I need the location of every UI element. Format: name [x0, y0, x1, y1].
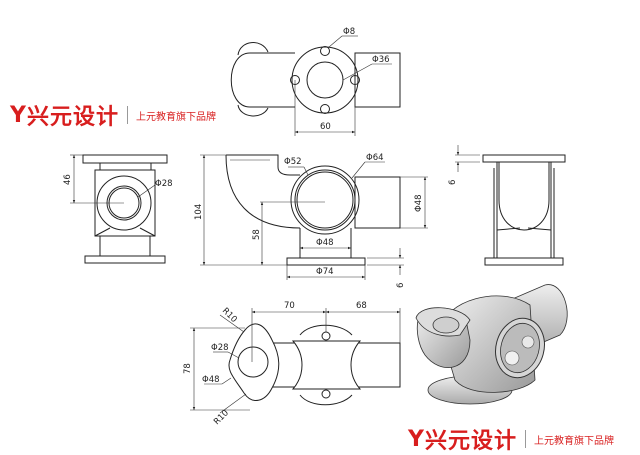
dim-hole-dia: Φ8	[343, 27, 355, 37]
divider	[524, 430, 526, 448]
dim-lobe-dia: Φ48	[202, 375, 220, 385]
front-view: 104 58 Φ48 Φ48 Φ74 6 Φ52 Φ64	[194, 153, 428, 288]
dim-center-height: 58	[252, 229, 262, 240]
dim-bolt-spacing: 60	[320, 122, 331, 132]
dim-width: 78	[183, 363, 193, 374]
brand-mark: Y	[408, 426, 425, 452]
dim-inner-dia: Φ52	[284, 157, 302, 167]
brand-logo-bottom: Y 兴元设计 上元教育旗下品牌	[408, 423, 614, 455]
dim-left-bore-dia: Φ28	[155, 179, 173, 189]
top-view: 60 Φ8 Φ36	[230, 27, 401, 136]
brand-mark: Y	[10, 102, 27, 128]
dim-right-flange-thickness: 6	[448, 180, 458, 185]
brand-name: 兴元设计	[26, 105, 119, 130]
dim-base-dia: Φ74	[316, 267, 334, 277]
isometric-view	[415, 284, 568, 405]
brand-name: 兴元设计	[424, 429, 517, 454]
brand-logo-top: Y 兴元设计 上元教育旗下品牌	[10, 99, 216, 131]
right-view: 6	[448, 145, 566, 266]
dim-radius-bottom: R10	[212, 408, 231, 427]
dim-outer-dia: Φ64	[366, 153, 384, 163]
dim-radius-top: R10	[220, 306, 239, 325]
dim-bore-dia: Φ36	[372, 55, 390, 65]
divider	[126, 106, 128, 124]
dim-base-thickness: 6	[396, 283, 406, 288]
dim-length-left: 70	[284, 301, 295, 311]
dim-pipe-dia: Φ48	[414, 194, 424, 212]
dim-height: 104	[194, 204, 204, 220]
brand-tagline: 上元教育旗下品牌	[533, 435, 614, 447]
left-view: 46 Φ28	[63, 154, 173, 264]
dim-bottom-bore-dia: Φ28	[211, 343, 229, 353]
dim-length-right: 68	[356, 301, 367, 311]
bottom-view: 70 68 78 R10 R10 Φ28 Φ48	[183, 301, 401, 427]
dim-stem-dia: Φ48	[316, 238, 334, 248]
dim-left-center-height: 46	[63, 174, 73, 185]
brand-tagline: 上元教育旗下品牌	[135, 111, 216, 123]
